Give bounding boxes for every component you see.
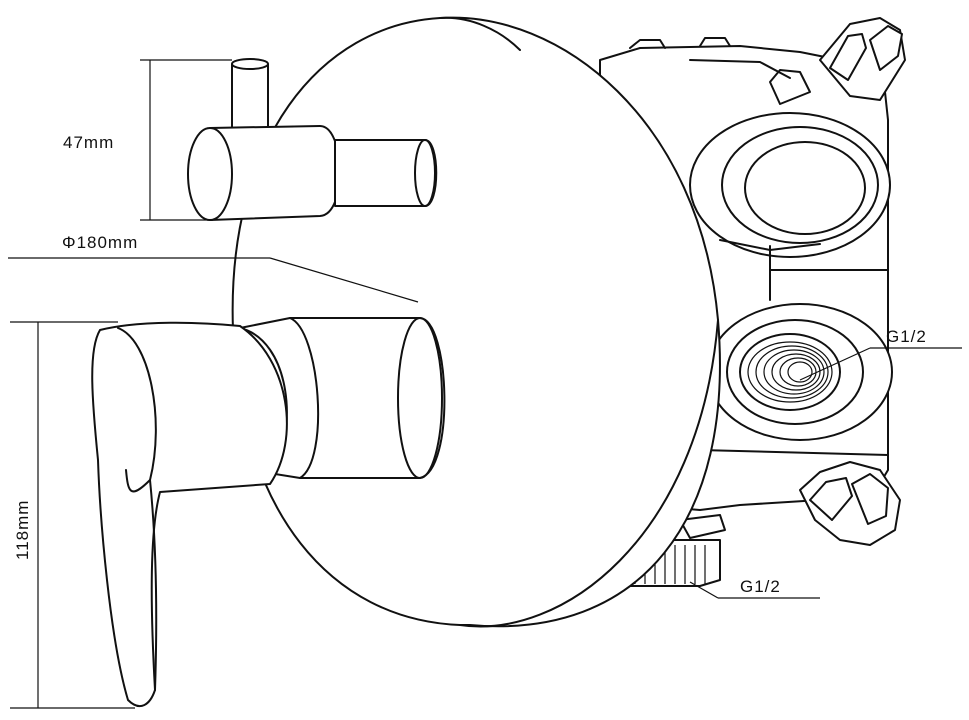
dim-label-47mm: 47mm [63,133,114,152]
dimension-118mm: 118mm [10,321,135,709]
dim-label-180mm: Φ180mm [62,233,138,252]
upper-bracket [819,17,906,101]
dimension-g12-bottom: G1/2 [689,577,820,599]
dimension-g12-side: G1/2 [799,327,962,381]
diverter-knob [187,58,438,221]
dimension-47mm: 47mm [63,59,232,221]
dim-label-g12-side: G1/2 [886,327,927,346]
mixer-lever [91,317,446,708]
dimension-180mm: Φ180mm [8,233,419,303]
dim-label-118mm: 118mm [13,500,32,560]
dim-label-g12-bottom: G1/2 [740,577,781,596]
lower-bracket [799,461,901,546]
internal-thread [747,341,833,403]
